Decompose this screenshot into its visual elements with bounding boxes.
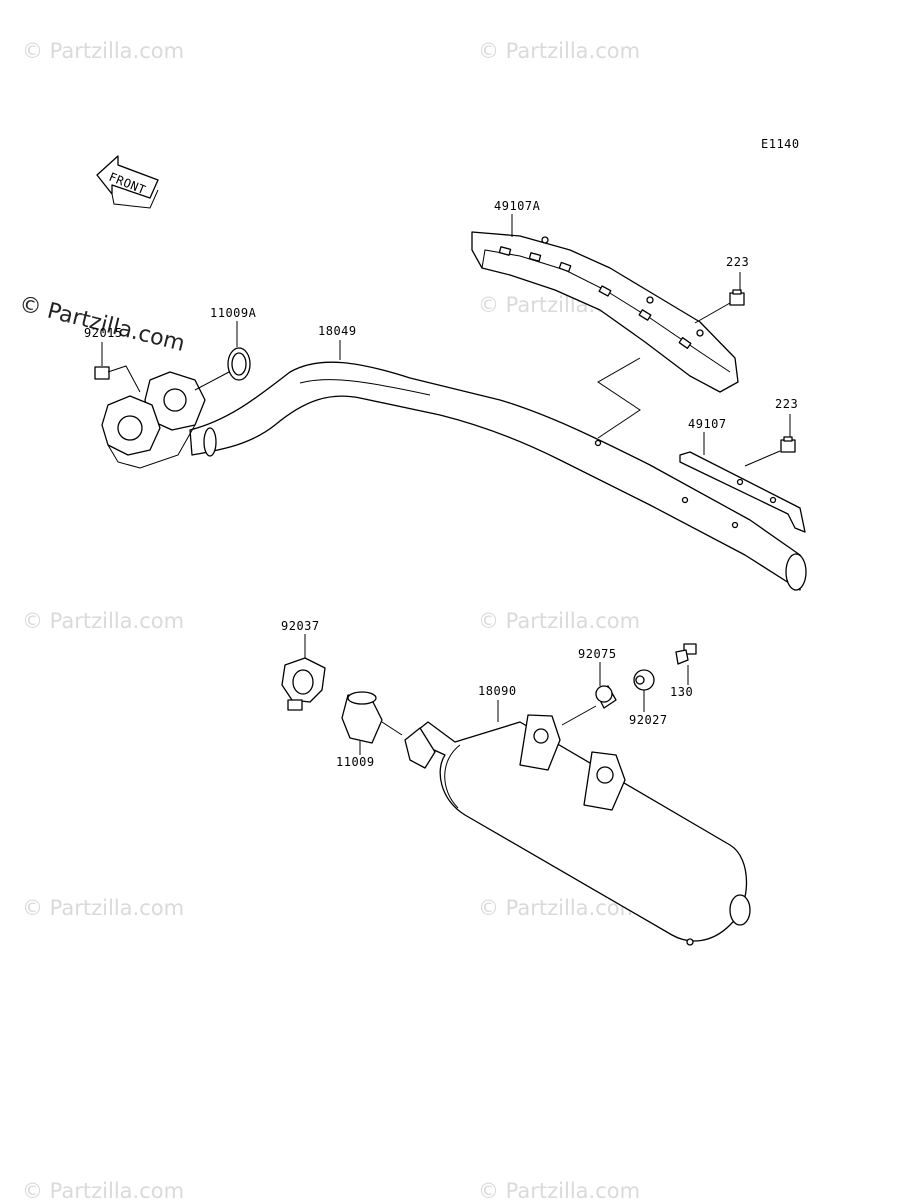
watermark: © Partzilla.com [478, 609, 640, 633]
watermark: © Partzilla.com [22, 39, 184, 63]
watermark: © Partzilla.com [478, 39, 640, 63]
label-18049: 18049 [318, 324, 357, 338]
damper [595, 685, 617, 709]
bolt-icon [94, 366, 110, 380]
label-92015: 92015 [84, 326, 123, 340]
watermarks: © Partzilla.com © Partzilla.com © Partzi… [17, 39, 641, 1200]
bolt-icon [729, 289, 745, 306]
label-223-upper: 223 [726, 255, 749, 269]
bolt-icon [675, 643, 697, 665]
label-11009: 11009 [336, 755, 375, 769]
label-92037: 92037 [281, 619, 320, 633]
clamp [281, 657, 326, 711]
muffler-cover-front [471, 231, 739, 393]
label-130: 130 [670, 685, 693, 699]
label-49107: 49107 [688, 417, 727, 431]
watermark: © Partzilla.com [478, 1179, 640, 1200]
label-18090: 18090 [478, 684, 517, 698]
bolt-icon [780, 436, 796, 453]
watermark: © Partzilla.com [22, 609, 184, 633]
front-arrow-icon: FRONT [96, 155, 159, 209]
label-92075: 92075 [578, 647, 617, 661]
label-92027: 92027 [629, 713, 668, 727]
diagram-code: E1140 [761, 137, 800, 151]
collar [633, 669, 655, 691]
exhaust-pipe [189, 361, 807, 591]
gasket-sleeve [341, 691, 383, 744]
watermark: © Partzilla.com [22, 896, 184, 920]
watermark: © Partzilla.com [22, 1179, 184, 1200]
gasket-ring [227, 347, 251, 381]
muffler-cover-rear [679, 451, 806, 533]
head-flange [101, 371, 206, 469]
muffler [404, 714, 751, 946]
label-11009A: 11009A [210, 306, 257, 320]
label-49107A: 49107A [494, 199, 541, 213]
label-223-lower: 223 [775, 397, 798, 411]
